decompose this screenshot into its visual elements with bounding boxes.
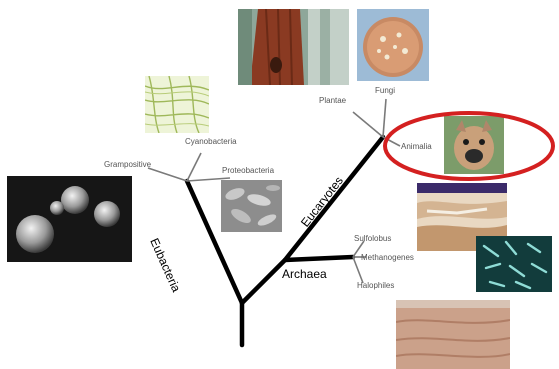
halophiles-label: Halophiles bbox=[357, 281, 394, 290]
cyanobacteria-stem bbox=[187, 153, 201, 181]
grampositive-stem bbox=[148, 168, 187, 181]
archaea-branch bbox=[285, 257, 353, 260]
animalia-label: Animalia bbox=[401, 142, 432, 151]
methanogenes-label: Methanogenes bbox=[361, 253, 414, 262]
grampositive-label: Grampositive bbox=[104, 160, 151, 169]
eubacteria-branch bbox=[187, 181, 242, 303]
archaea-label: Archaea bbox=[282, 267, 327, 281]
fungi-label: Fungi bbox=[375, 86, 395, 95]
main-branch bbox=[242, 260, 285, 303]
sulfolobus-label: Sulfolobus bbox=[354, 234, 391, 243]
plantae-stem bbox=[353, 112, 383, 137]
proteobacteria-label: Proteobacteria bbox=[222, 166, 274, 175]
proteobacteria-stem bbox=[187, 178, 230, 181]
plantae-label: Plantae bbox=[319, 96, 346, 105]
fungi-stem bbox=[383, 99, 386, 137]
cyanobacteria-label: Cyanobacteria bbox=[185, 137, 237, 146]
